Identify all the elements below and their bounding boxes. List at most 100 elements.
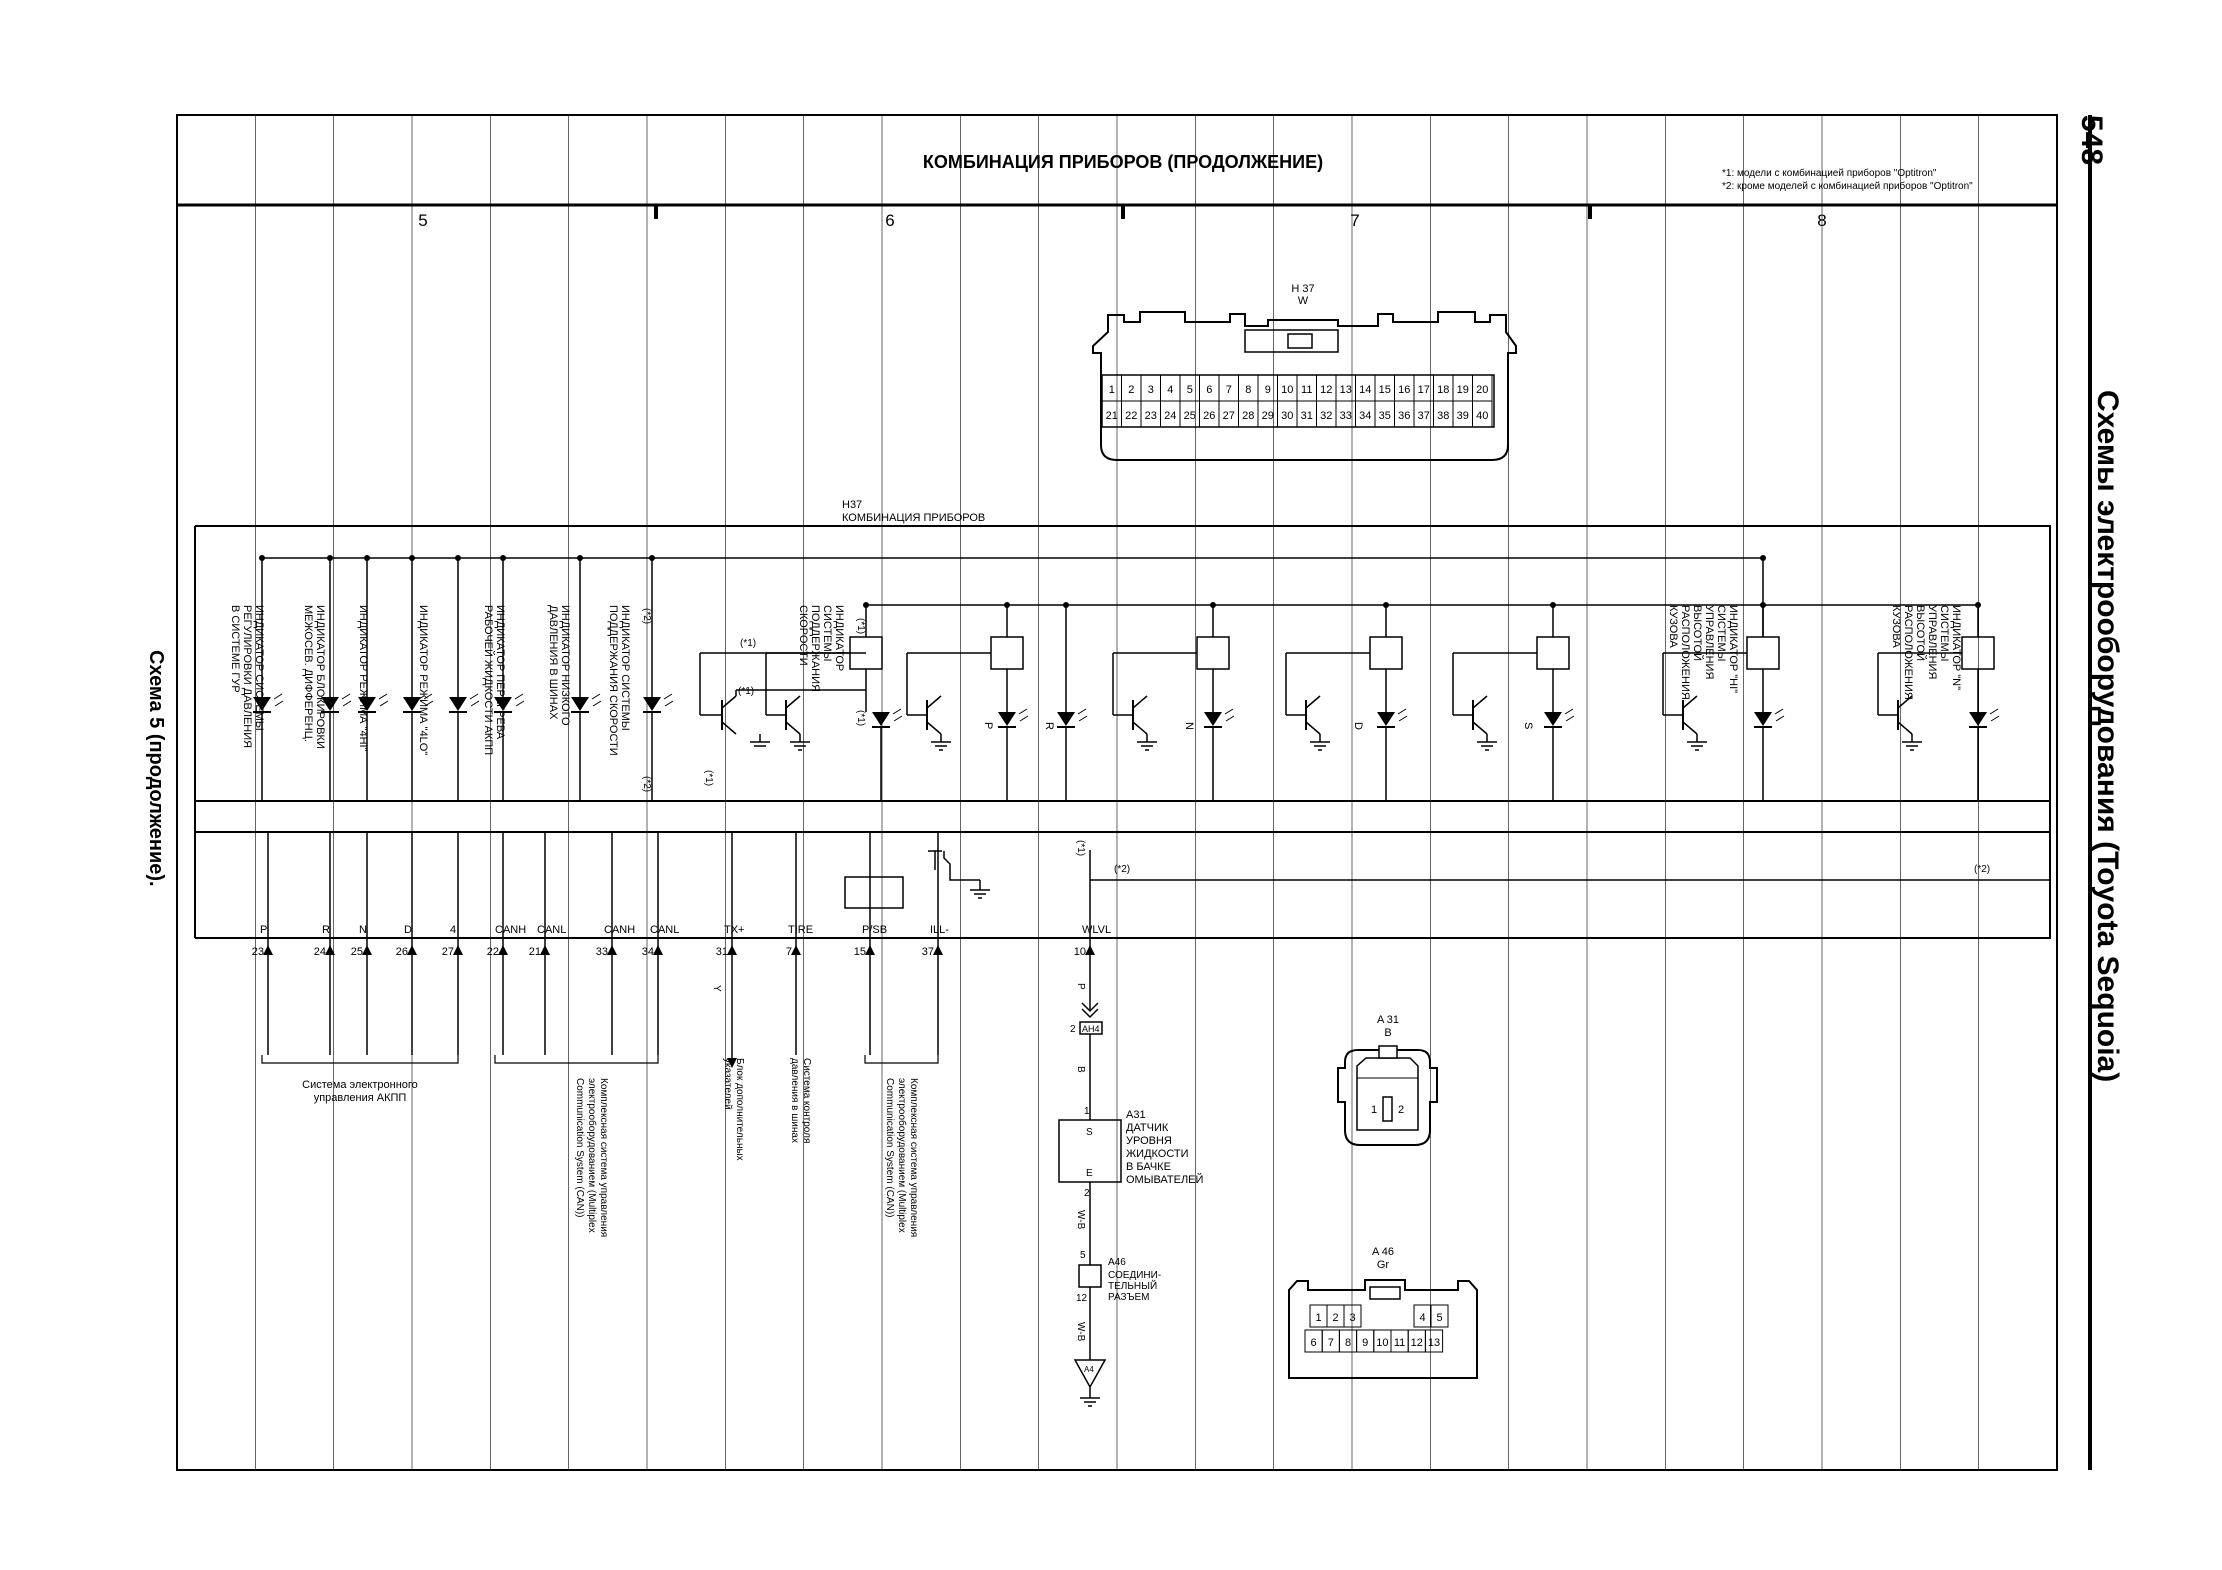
h37-pin: 21 — [1106, 410, 1118, 422]
a31-e: E — [1086, 1168, 1093, 1179]
note-star2-c: (*2) — [641, 608, 652, 624]
note-star1-h: (*1) — [1075, 840, 1086, 856]
vertical-grid — [255, 115, 1979, 1470]
led-symbol — [1969, 708, 2000, 728]
a46-pin: 1 — [1315, 1312, 1321, 1324]
system-can-b-2: электрооборудованием (Multiplex — [896, 1078, 908, 1233]
header-title: КОМБИНАЦИЯ ПРИБОРОВ (ПРОДОЛЖЕНИЕ) — [923, 152, 1323, 172]
note-star1-b: (*1) — [738, 686, 754, 697]
indicator-label: ВЫСОТОЙ — [1914, 605, 1927, 661]
connector-a46-code: A 46 — [1372, 1246, 1394, 1258]
h37-pin: 19 — [1457, 384, 1469, 396]
connector-a31-pin2: 2 — [1398, 1104, 1404, 1116]
h37-pin: 26 — [1203, 410, 1215, 422]
h37-pin: 10 — [1281, 384, 1293, 396]
h37-pin: 27 — [1223, 410, 1235, 422]
a46-pin: 6 — [1311, 1337, 1317, 1349]
pin-22: CANH 22 — [487, 832, 526, 1055]
a46-pin-top: 5 — [1080, 1250, 1086, 1261]
a46-pin: 10 — [1376, 1337, 1388, 1349]
pin-31-wire-y: Y — [711, 985, 722, 992]
note-star1-a: (*1) — [740, 638, 756, 649]
h37-pin: 32 — [1320, 410, 1332, 422]
a31-line: ОМЫВАТЕЛЕЙ — [1126, 1173, 1203, 1186]
h37-pin: 3 — [1148, 384, 1154, 396]
ah4-connector — [1079, 1021, 1103, 1035]
a31-line: ДАТЧИК — [1126, 1122, 1169, 1134]
gear-letter-d: D — [1352, 722, 1364, 730]
a46-pin: 5 — [1436, 1312, 1442, 1324]
header-note-2: *2: кроме моделей с комбинацией приборов… — [1722, 180, 1973, 192]
connector-a46-color: Gr — [1377, 1259, 1390, 1271]
pin-31: TX+31 — [716, 832, 744, 1068]
header-note-1: *1: модели с комбинацией приборов "Optit… — [1722, 167, 1937, 179]
pin-name: CANH — [495, 924, 526, 936]
indicator-label: ИНДИКАТОР — [833, 605, 845, 671]
gear-letter-n: N — [1183, 722, 1195, 730]
h37-pin: 20 — [1476, 384, 1488, 396]
indicator-label: УПРАВЛЕНИЯ — [1703, 605, 1715, 679]
pin-number: 10 — [1074, 946, 1086, 958]
pin-number: 25 — [351, 946, 363, 958]
system-can-b-3: Communication System (CAN)) — [884, 1078, 895, 1217]
gear-letter-r: R — [1043, 722, 1055, 730]
system-tpms-1: Система контроля — [801, 1058, 812, 1143]
led-symbol — [1377, 708, 1408, 728]
led-symbol — [449, 693, 480, 713]
ground-a4-label: A4 — [1084, 1365, 1094, 1374]
indicator-label: МЕЖОСЕВ. ДИФФЕРЕНЦ. — [302, 605, 314, 742]
pin-number: 33 — [596, 946, 608, 958]
cluster-box — [195, 525, 2051, 939]
note-star1-e: (*1) — [703, 770, 714, 786]
a31-line: ЖИДКОСТИ — [1126, 1148, 1189, 1160]
indicator-label: РАСПОЛОЖЕНИЯ — [1902, 605, 1914, 700]
pin-27: 427 — [442, 832, 463, 1055]
a46-pin: 13 — [1428, 1337, 1440, 1349]
indicator-label: ВЫСОТОЙ — [1691, 605, 1704, 661]
a46-pin: 7 — [1328, 1337, 1334, 1349]
pin-name: P — [260, 924, 267, 936]
a46-line: РАЗЪЕМ — [1108, 1292, 1150, 1303]
connector-h37-code: H 37 — [1291, 283, 1314, 295]
pin-name: D — [404, 924, 412, 936]
a31-pin-top: 1 — [1084, 1106, 1090, 1117]
h37-pin: 11 — [1301, 384, 1312, 396]
indicator-label: ИНДИКАТОР "HI" — [1727, 605, 1739, 693]
indicator-label: СКОРОСТИ — [797, 605, 809, 666]
h37-pin: 39 — [1457, 410, 1469, 422]
note-star1-g: (*1) — [855, 710, 866, 726]
h37-pin: 36 — [1398, 410, 1410, 422]
grid-ticks — [654, 205, 1592, 219]
system-ect-2: управления АКПП — [314, 1092, 407, 1104]
a46-pin: 9 — [1362, 1337, 1368, 1349]
indicator-label: ДАВЛЕНИЯ В ШИНАХ — [547, 605, 559, 720]
pin-name: WLVL — [1082, 924, 1111, 936]
pin-37: ILL-37 — [922, 832, 949, 1055]
diagram-caption: Схема 5 (продолжение). — [145, 650, 167, 887]
joint-a46-box — [1078, 1264, 1102, 1288]
indicator-driver — [1285, 602, 1403, 801]
system-tpms-2: давления в шинах — [789, 1058, 800, 1143]
grid-number-5: 5 — [418, 211, 427, 230]
h37-pin: 18 — [1437, 384, 1449, 396]
indicator-driver — [906, 602, 1024, 801]
indicator-driver — [1877, 602, 1995, 801]
indicator-label: СИСТЕМЫ — [1715, 605, 1727, 661]
indicator-label: ИНДИКАТОР БЛОКИРОВКИ — [314, 605, 326, 749]
h37-pin: 8 — [1245, 384, 1251, 396]
pin-name: CANL — [537, 924, 566, 936]
pin-number: 22 — [487, 946, 499, 958]
note-star2-j: (*2) — [1974, 864, 1990, 875]
led-symbol — [1204, 708, 1235, 728]
a46-line: СОЕДИНИ- — [1108, 1270, 1161, 1281]
gear-letter-s: S — [1522, 722, 1534, 729]
a46-pin-bottom: 12 — [1076, 1293, 1088, 1304]
a46-pin: 8 — [1345, 1337, 1351, 1349]
indicator-label: В СИСТЕМЕ ГУР — [229, 605, 241, 693]
h37-pin: 28 — [1242, 410, 1254, 422]
